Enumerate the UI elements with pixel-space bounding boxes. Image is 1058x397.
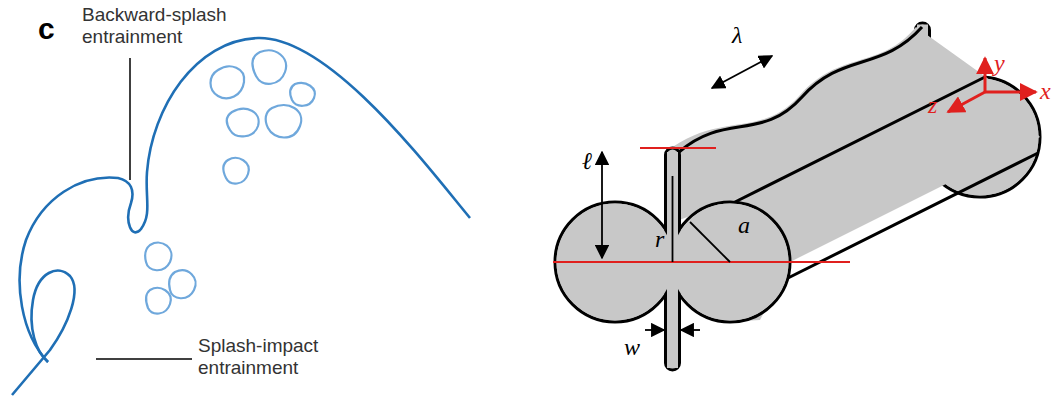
body-front-outline — [555, 148, 790, 370]
dimension-symbol: w — [624, 334, 640, 362]
leader-lines — [96, 58, 192, 359]
bubbles — [145, 50, 315, 313]
body-front-fill — [557, 152, 789, 368]
coordinate-axes — [948, 58, 1036, 112]
reference-lines — [553, 148, 850, 262]
wave-profile — [12, 38, 470, 395]
dimension-arrows — [602, 56, 772, 330]
fin-side — [666, 27, 990, 220]
callout-label: Splash-impact entrainment — [198, 335, 338, 379]
axis-label: x — [1040, 78, 1051, 106]
axis-label: y — [994, 50, 1005, 78]
panel-letter: c — [38, 12, 55, 47]
dimension-symbol: ℓ — [582, 148, 592, 176]
dimension-symbol: a — [738, 212, 750, 240]
dimension-symbol: r — [655, 226, 664, 254]
axis-label: z — [928, 92, 937, 120]
callout-label: Backward-splash entrainment — [82, 4, 234, 48]
dimension-symbol: λ — [732, 22, 742, 50]
splash-loop — [12, 271, 74, 395]
